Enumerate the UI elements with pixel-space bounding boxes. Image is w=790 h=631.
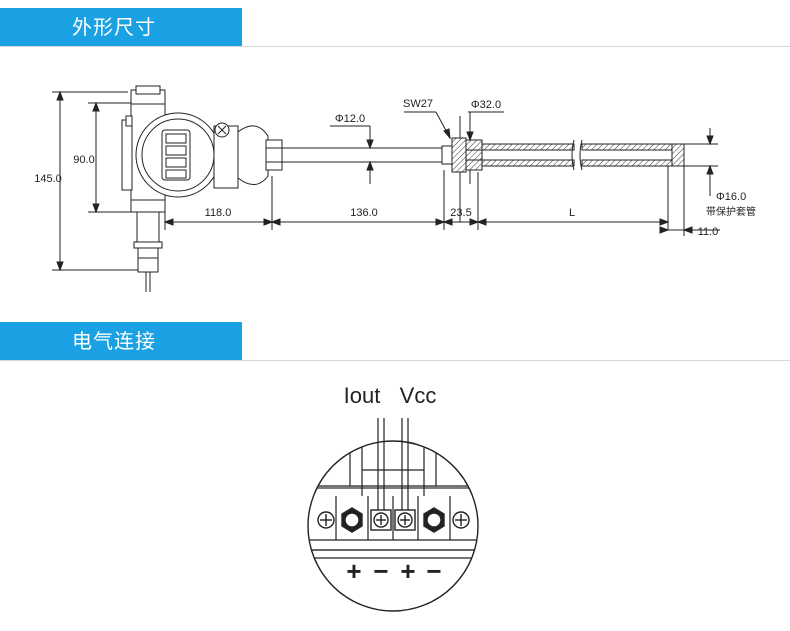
height-body-label: 90.0 [73, 154, 94, 166]
polarity-minus-1: − [373, 556, 388, 586]
horizontal-dimension-line [163, 166, 720, 236]
height-total-label: 145.0 [34, 173, 62, 185]
process-fitting [441, 116, 483, 222]
vcc-label: Vcc [400, 383, 437, 408]
length-23-5-label: 23.5 [450, 207, 471, 219]
polarity-minus-2: − [426, 556, 441, 586]
polarity-plus-2: + [400, 556, 415, 586]
dimension-drawing [52, 85, 720, 292]
dia-12-dimension [330, 125, 374, 184]
dia-12-label: Φ12.0 [335, 113, 365, 125]
terminal-screw-vcc [394, 509, 416, 531]
wiring-section-title: 电气连接 [72, 329, 156, 353]
length-L-label: L [569, 207, 575, 219]
length-136-label: 136.0 [350, 207, 378, 219]
iout-label: Iout [344, 383, 381, 408]
sleeve-note-label: 带保护套管 [706, 205, 756, 218]
terminal-screw-iout [370, 509, 392, 531]
dia-16-label: Φ16.0 [716, 191, 746, 203]
length-118-label: 118.0 [205, 207, 232, 219]
section-divider [0, 360, 790, 361]
wiring-diagram: Iout Vcc + − + − [307, 383, 479, 612]
wiring-section-header: 电气连接 [0, 322, 242, 360]
terminal-screw-right [452, 511, 470, 529]
length-11-label: 11.0 [698, 226, 719, 238]
sw27-leader [404, 111, 451, 140]
terminal-nut-right [423, 507, 445, 533]
dia-32-dimension [466, 111, 504, 184]
stem-pipe [282, 147, 442, 163]
section-divider [0, 46, 790, 47]
terminal-nut-left [341, 507, 363, 533]
terminal-screw-left [317, 511, 335, 529]
polarity-plus-1: + [346, 556, 361, 586]
dimensions-section-title: 外形尺寸 [72, 15, 156, 39]
protective-sleeve [481, 139, 685, 171]
height-body-dimension [88, 101, 132, 214]
height-total-dimension [52, 90, 138, 272]
wire-pair [377, 418, 409, 512]
dimensions-section-header: 外形尺寸 [0, 8, 242, 46]
housing [121, 85, 283, 292]
dia-32-label: Φ32.0 [471, 99, 501, 111]
wrench-size-label: SW27 [403, 98, 433, 110]
dia-16-dimension [684, 128, 718, 196]
